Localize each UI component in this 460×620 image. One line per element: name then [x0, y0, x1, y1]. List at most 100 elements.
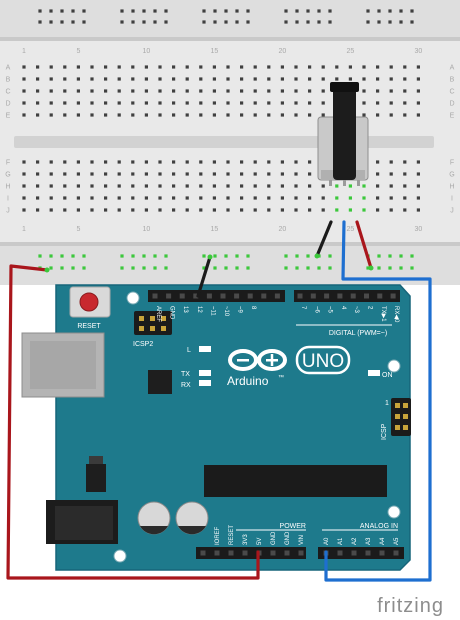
breadboard-hole: [104, 184, 108, 188]
breadboard-hole: [172, 208, 176, 212]
header-pin-hole: [261, 293, 267, 299]
breadboard-hole: [49, 184, 53, 188]
reset-button[interactable]: [69, 286, 111, 318]
breadboard-hole: [49, 101, 53, 105]
breadboard-hole: [399, 9, 403, 13]
breadboard-hole: [36, 208, 40, 212]
header-pin-hole: [297, 293, 303, 299]
breadboard-hole: [376, 208, 380, 212]
breadboard-hole: [389, 113, 393, 117]
header-pin-hole: [152, 293, 158, 299]
potentiometer: [317, 82, 369, 186]
breadboard-hole: [226, 101, 230, 105]
capacitor: [175, 501, 209, 535]
breadboard-hole: [246, 266, 250, 270]
breadboard-hole: [36, 172, 40, 176]
breadboard-hole: [104, 77, 108, 81]
breadboard-hole: [389, 196, 393, 200]
breadboard-hole: [117, 65, 121, 69]
breadboard-hole: [388, 266, 392, 270]
breadboard-hole: [60, 9, 64, 13]
breadboard-hole: [213, 20, 217, 24]
breadboard-hole: [335, 196, 339, 200]
breadboard-hole: [49, 89, 53, 93]
breadboard-hole: [90, 77, 94, 81]
potentiometer-knob[interactable]: [333, 84, 356, 180]
breadboard-hole: [321, 113, 325, 117]
breadboard-hole: [199, 89, 203, 93]
breadboard-hole: [71, 254, 75, 258]
header-pin-hole: [324, 293, 330, 299]
breadboard-hole: [199, 184, 203, 188]
pin-label: RESET: [229, 525, 235, 545]
breadboard-hole: [253, 113, 257, 117]
breadboard-hole: [22, 208, 26, 212]
breadboard-hole: [294, 172, 298, 176]
header-pin-hole: [284, 550, 290, 556]
breadboard-hole: [49, 208, 53, 212]
breadboard-hole: [240, 65, 244, 69]
breadboard-hole: [403, 89, 407, 93]
breadboard-hole: [49, 254, 53, 258]
breadboard-hole: [158, 101, 162, 105]
breadboard-hole: [117, 196, 121, 200]
breadboard-hole: [199, 196, 203, 200]
breadboard-hole: [212, 196, 216, 200]
breadboard-hole: [49, 65, 53, 69]
breadboard-hole: [294, 65, 298, 69]
breadboard-hole: [235, 254, 239, 258]
breadboard-hole: [212, 184, 216, 188]
breadboard-hole: [321, 196, 325, 200]
breadboard-hole: [158, 89, 162, 93]
breadboard-hole: [164, 254, 168, 258]
arduino-uno-board: RESET ICSP2 L TX RX ON Arduino ™: [21, 284, 411, 571]
bb-col-number-top: 30: [415, 48, 423, 55]
breadboard-hole: [240, 160, 244, 164]
header-pin-hole: [242, 550, 248, 556]
breadboard-hole: [416, 208, 420, 212]
breadboard-hole: [212, 172, 216, 176]
pin-label: 8: [250, 306, 256, 310]
breadboard-hole: [284, 254, 288, 258]
breadboard-hole: [389, 101, 393, 105]
breadboard-hole: [295, 20, 299, 24]
breadboard-hole: [117, 172, 121, 176]
breadboard-hole: [388, 254, 392, 258]
icsp2-pin: [139, 316, 144, 321]
breadboard-hole: [280, 196, 284, 200]
breadboard-hole: [362, 65, 366, 69]
breadboard-hole: [90, 208, 94, 212]
breadboard-hole: [399, 20, 403, 24]
breadboard-hole: [267, 172, 271, 176]
breadboard-hole: [36, 184, 40, 188]
breadboard-hole: [144, 172, 148, 176]
breadboard-hole: [131, 196, 135, 200]
breadboard-hole: [212, 77, 216, 81]
breadboard-hole: [76, 113, 80, 117]
breadboard-hole: [49, 196, 53, 200]
bb-row-letter-left: C: [5, 89, 10, 96]
breadboard-hole: [131, 208, 135, 212]
breadboard-hole: [267, 77, 271, 81]
minus-icon: [237, 359, 249, 362]
breadboard-hole: [403, 101, 407, 105]
breadboard-hole: [224, 20, 228, 24]
breadboard-hole: [158, 172, 162, 176]
breadboard-hole: [76, 196, 80, 200]
breadboard-hole: [213, 9, 217, 13]
breadboard-hole: [295, 266, 299, 270]
breadboard-hole: [235, 266, 239, 270]
bb-col-number-bottom: 30: [415, 226, 423, 233]
breadboard-hole: [226, 184, 230, 188]
breadboard-hole: [306, 9, 310, 13]
breadboard-hole: [212, 89, 216, 93]
bb-col-number-bottom: 1: [22, 226, 26, 233]
header-pin-hole: [364, 293, 369, 299]
breadboard-hole: [185, 101, 189, 105]
bb-row-letter-right: J: [450, 208, 454, 215]
breadboard-hole: [158, 160, 162, 164]
breadboard-hole: [328, 9, 332, 13]
breadboard-hole: [104, 172, 108, 176]
breadboard-hole: [172, 89, 176, 93]
